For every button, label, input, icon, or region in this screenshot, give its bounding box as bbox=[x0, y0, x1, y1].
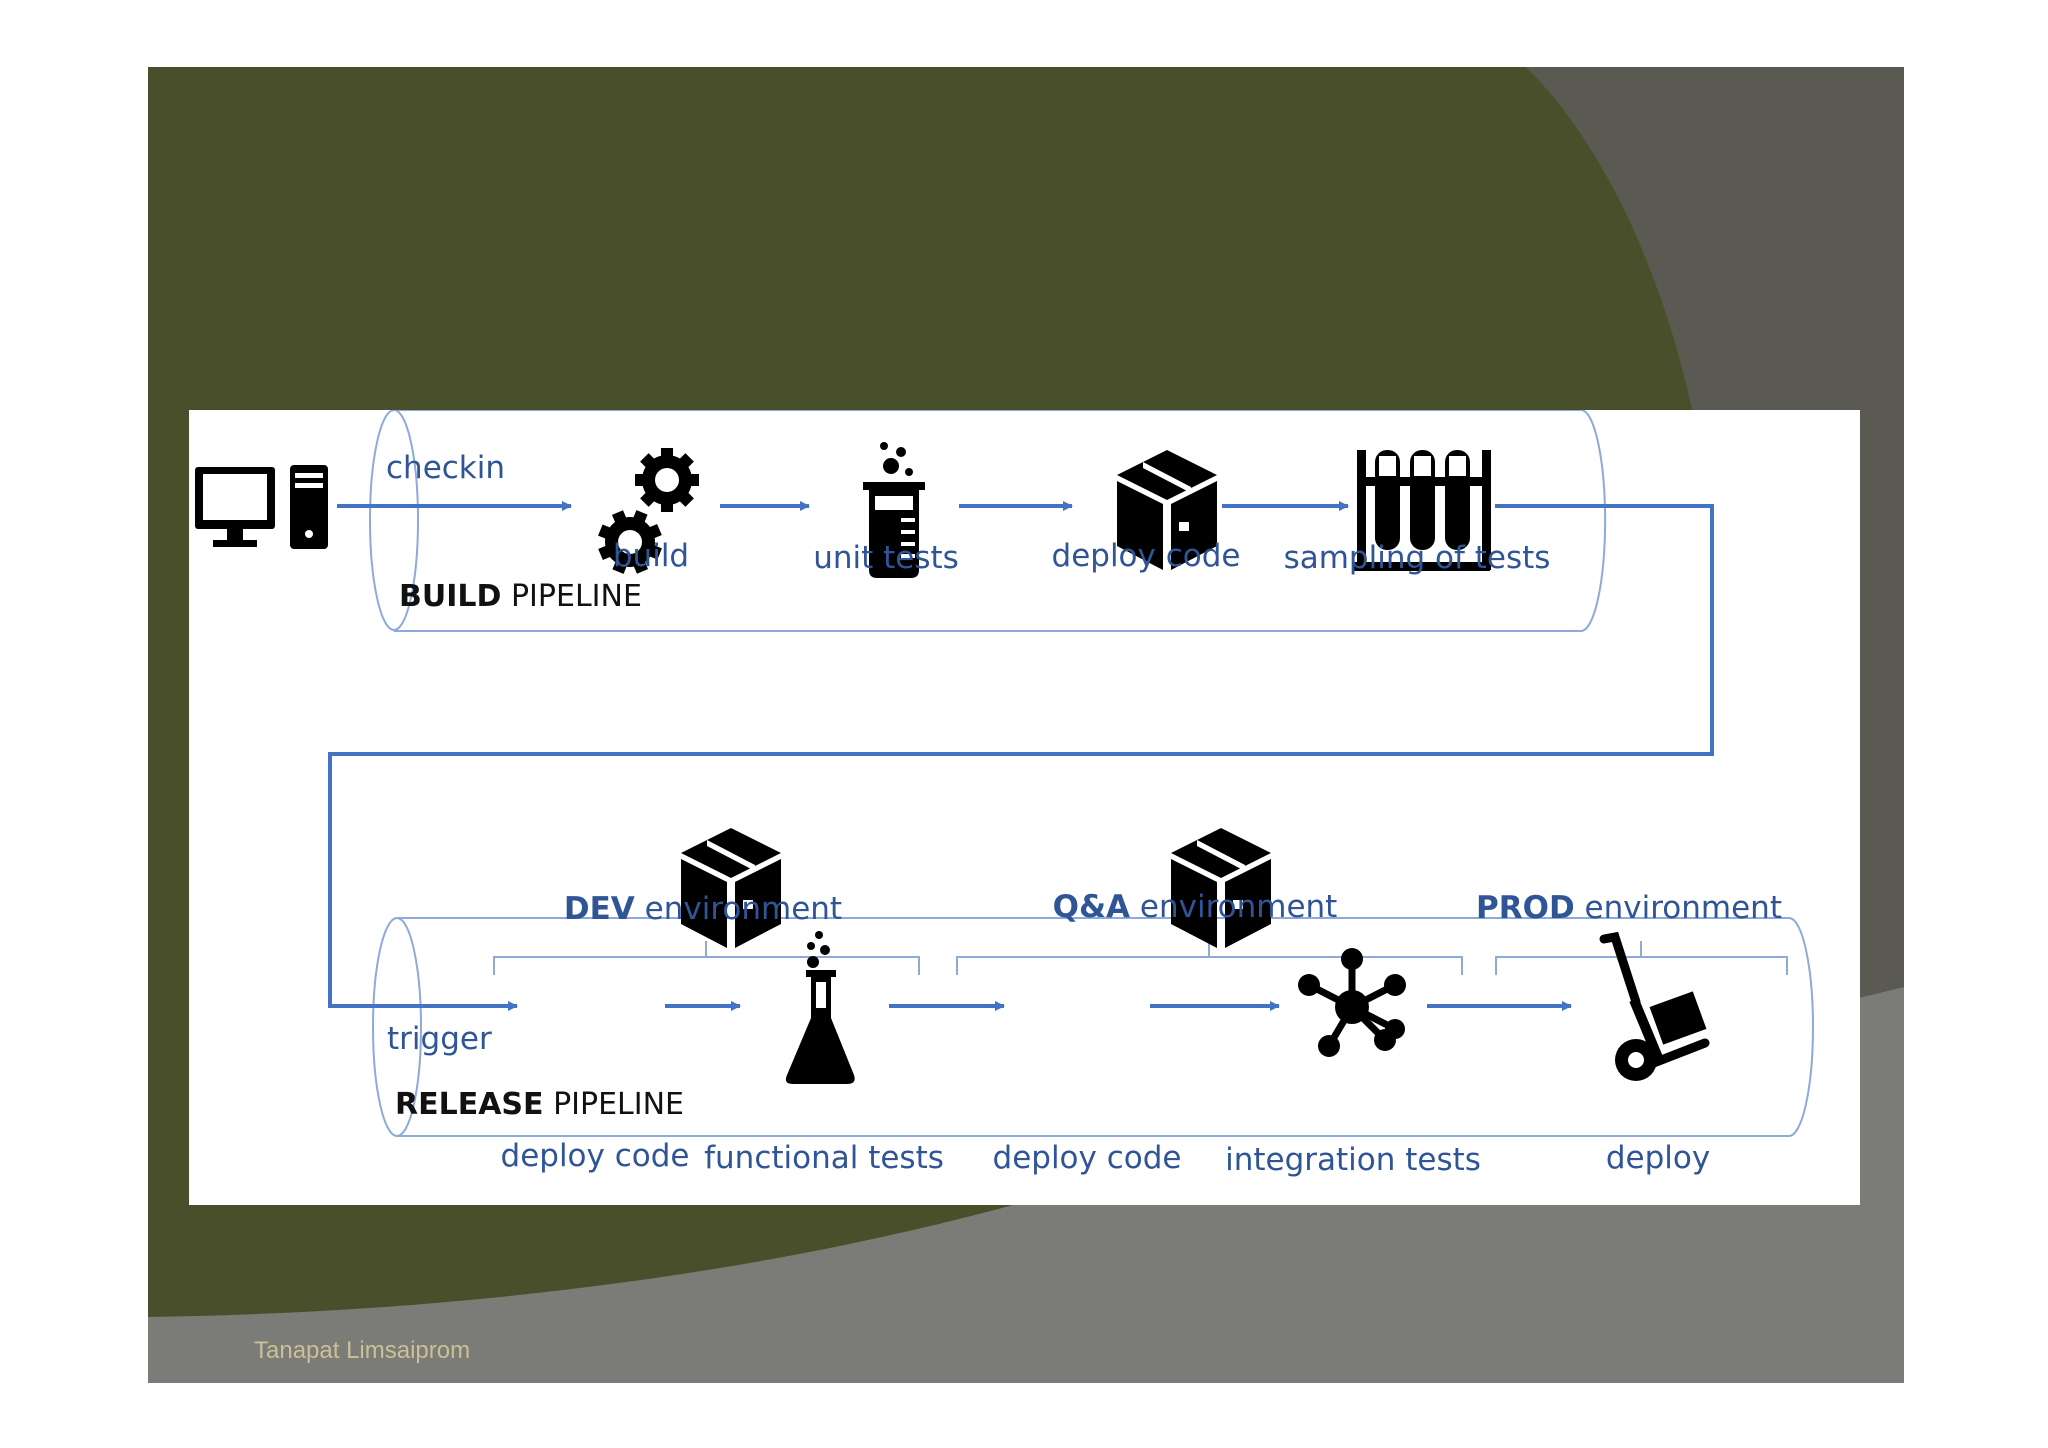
build-step-label: unit tests bbox=[813, 540, 959, 576]
test-tubes-icon bbox=[1352, 450, 1491, 571]
flask-icon bbox=[785, 931, 855, 1084]
slide: checkin build unit tests deploy code sam… bbox=[148, 67, 1904, 1383]
release-step-label: deploy code bbox=[500, 1138, 690, 1174]
release-step-label: deploy bbox=[1605, 1140, 1711, 1176]
build-step-label: build bbox=[612, 538, 690, 574]
build-pipeline-title: BUILD PIPELINE bbox=[399, 579, 642, 614]
network-hub-icon bbox=[1298, 948, 1406, 1057]
build-step-label: checkin bbox=[386, 450, 506, 486]
dev-environment-label: DEV environment bbox=[563, 891, 843, 927]
build-step-label: sampling of tests bbox=[1283, 540, 1551, 576]
package-box-icon bbox=[1117, 450, 1217, 570]
package-box-icon bbox=[1171, 828, 1271, 948]
release-pipeline-tube bbox=[372, 917, 1814, 1137]
ci-cd-diagram: checkin build unit tests deploy code sam… bbox=[189, 410, 1860, 1205]
release-step-label: trigger bbox=[387, 1021, 492, 1057]
release-pipeline-title: RELEASE PIPELINE bbox=[395, 1087, 685, 1122]
gears-icon bbox=[598, 448, 699, 574]
release-step-label: deploy code bbox=[992, 1140, 1182, 1176]
environment-braces bbox=[493, 941, 1788, 975]
release-step-label: functional tests bbox=[704, 1140, 944, 1176]
qa-environment-label: Q&A environment bbox=[1052, 889, 1338, 925]
build-pipeline-tube bbox=[369, 410, 1607, 632]
hand-truck-icon bbox=[1599, 931, 1710, 1081]
pipeline-connector bbox=[328, 504, 1714, 1011]
author-footer: Tanapat Limsaiprom bbox=[254, 1337, 471, 1364]
beaker-icon bbox=[863, 442, 925, 578]
release-step-label: integration tests bbox=[1225, 1142, 1481, 1178]
diagram-graphics bbox=[195, 410, 1814, 1137]
package-box-icon bbox=[681, 828, 781, 948]
build-step-label: deploy code bbox=[1051, 538, 1241, 574]
prod-environment-label: PROD environment bbox=[1476, 890, 1782, 926]
desktop-computer-icon bbox=[195, 465, 328, 549]
